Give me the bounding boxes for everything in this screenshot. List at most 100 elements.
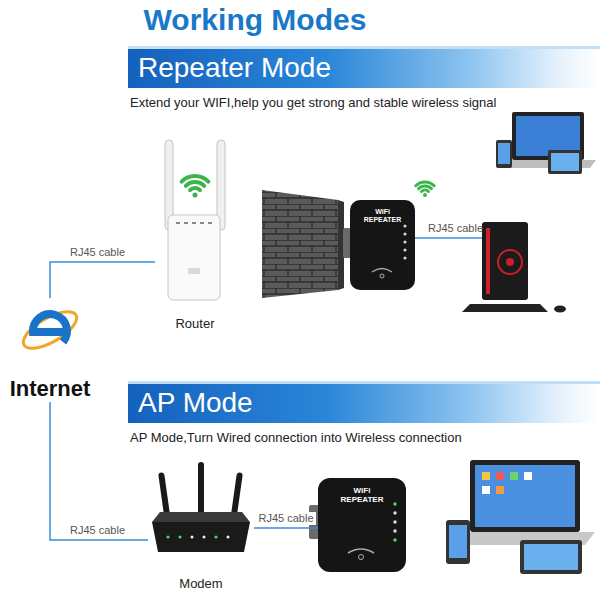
desktop-pc — [506, 258, 514, 266]
modem-illustration — [227, 536, 230, 539]
laptop-devices — [496, 140, 512, 168]
mode-band: AP Mode — [128, 381, 600, 423]
repeater-illustration — [309, 478, 406, 572]
repeater-illustration — [380, 274, 384, 278]
laptop-devices — [551, 153, 579, 171]
modem-illustration — [152, 462, 250, 552]
wifi-signal — [182, 176, 209, 182]
wifi-signal — [186, 182, 204, 186]
laptop-devices — [548, 150, 582, 174]
node-text: Modem — [179, 576, 222, 592]
modem-illustration — [198, 462, 204, 518]
laptop-devices — [496, 472, 504, 480]
cable-line — [415, 238, 482, 239]
modem-illustration — [179, 536, 182, 539]
router-illustration — [165, 140, 225, 300]
wifi-signal — [419, 186, 432, 189]
internet-icon — [33, 314, 67, 342]
wifi-signal — [190, 188, 200, 190]
router-illustration — [188, 268, 200, 274]
router-device: Router — [155, 138, 235, 332]
mode-description: AP Mode,Turn Wired connection into Wirel… — [130, 430, 462, 446]
repeater-illustration — [404, 257, 407, 260]
desktop-pc — [486, 228, 490, 294]
wifi-signal — [422, 190, 429, 191]
cable-line — [415, 237, 482, 239]
modem-illustration — [191, 536, 194, 539]
wifi-signal — [423, 193, 427, 197]
wifi-signal — [416, 182, 434, 197]
repeater-illustration — [393, 529, 396, 532]
repeater-illustration — [348, 549, 374, 553]
node-text: Router — [175, 316, 214, 332]
router-illustration — [176, 222, 180, 224]
modem-illustration — [215, 536, 218, 539]
repeater-illustration — [404, 233, 407, 236]
repeater-illustration — [350, 200, 415, 290]
laptop-devices — [446, 460, 595, 574]
node-text: Internet — [10, 376, 91, 402]
desktop-pc — [482, 222, 528, 300]
repeater-illustration — [318, 478, 406, 572]
mode-description: Extend your WIFI,help you get strong and… — [130, 95, 496, 111]
desktop-pc — [554, 306, 566, 313]
laptop-devices — [510, 472, 518, 480]
router-illustration — [168, 215, 220, 300]
repeater-illustration — [404, 249, 407, 252]
laptop-devices — [470, 460, 580, 532]
repeater-illustration — [404, 225, 407, 228]
repeater-illustration — [393, 520, 396, 523]
diagram-title: Working Modes — [144, 2, 367, 38]
repeater-illustration — [359, 555, 364, 560]
laptop-devices — [520, 540, 582, 574]
cable-line — [50, 262, 155, 298]
node-text: AP Mode — [138, 388, 253, 419]
cable-label: RJ45 cable — [256, 512, 315, 525]
repeater-device: WiFi REPEATER — [318, 478, 406, 572]
laptop-devices — [446, 520, 470, 564]
internet-node: Internet — [4, 298, 96, 402]
modem-illustration — [203, 536, 206, 539]
modem-illustration — [152, 512, 250, 522]
laptop-devices — [475, 465, 575, 527]
repeater-illustration — [372, 269, 392, 273]
cable-label: RJ45 cable — [68, 246, 127, 259]
modem-illustration — [167, 536, 170, 539]
internet-icon — [18, 305, 82, 356]
wifi-signal — [182, 176, 209, 197]
modem-device: Modem — [148, 460, 254, 592]
node-text: WiFi REPEATER — [361, 208, 405, 224]
node-text: Repeater Mode — [138, 53, 331, 84]
node-text: WiFi REPEATER — [337, 486, 387, 504]
cable-label: RJ45 cable — [68, 524, 127, 537]
cable-label: RJ45 cable — [428, 222, 483, 235]
repeater-illustration — [393, 511, 396, 514]
laptop-devices — [498, 143, 510, 164]
desktop-pc — [498, 250, 522, 274]
router-illustration — [184, 222, 188, 224]
repeater-illustration — [393, 538, 396, 541]
router-illustration — [192, 222, 196, 224]
desktop-pc — [462, 222, 566, 313]
desktop-pc — [462, 304, 548, 312]
laptop-devices — [449, 525, 467, 558]
brick-wall — [262, 190, 344, 298]
wifi-signal — [416, 182, 434, 186]
cable-line — [254, 527, 318, 529]
laptop-devices — [524, 472, 532, 480]
wifi-signal — [193, 193, 198, 198]
repeater-device: WiFi REPEATER — [350, 200, 415, 290]
repeater-illustration — [404, 241, 407, 244]
laptop-devices — [496, 486, 504, 494]
repeater-illustration — [343, 228, 351, 258]
laptop-devices — [496, 112, 596, 174]
internet-icon — [18, 305, 82, 356]
router-illustration — [200, 222, 204, 224]
laptop-devices — [524, 544, 578, 570]
router-illustration — [208, 222, 212, 224]
laptop-devices — [482, 472, 490, 480]
repeater-illustration — [343, 200, 415, 290]
laptop-devices — [482, 486, 490, 494]
